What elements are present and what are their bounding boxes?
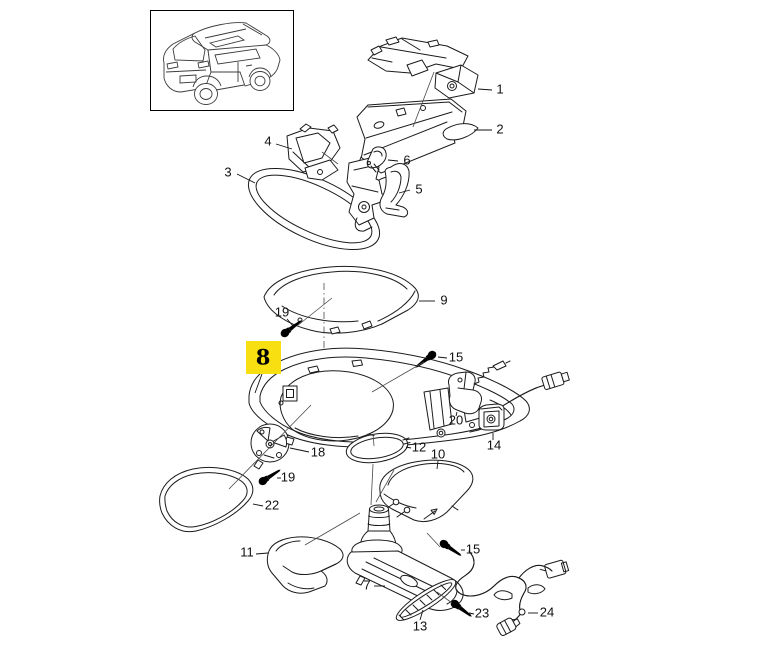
callout-22[interactable]: 22: [265, 497, 279, 512]
part-20-bulb-holder: [448, 360, 511, 415]
leader-lines: [236, 88, 538, 621]
direction-arrow-icon: [423, 508, 438, 520]
part-18-adjust-motor: [250, 423, 295, 470]
callout-4[interactable]: 4: [264, 133, 271, 148]
part-3-interior-mirror: [247, 168, 381, 250]
callout-24[interactable]: 24: [540, 604, 554, 619]
callout-11[interactable]: 11: [240, 544, 254, 559]
part-9-mirror-cap: [263, 265, 419, 335]
part-13-base-gasket: [395, 579, 457, 621]
assembly-axis-lines: [228, 71, 453, 604]
callout-15-lower[interactable]: 15: [466, 541, 480, 556]
vehicle-thumbnail: [150, 10, 294, 111]
part-12-gasket-ring: [345, 432, 411, 464]
part-14-sensor-cable: [478, 371, 570, 431]
callout-1[interactable]: 1: [496, 81, 503, 96]
callout-6[interactable]: 6: [403, 152, 410, 167]
callout-10[interactable]: 10: [431, 446, 445, 461]
callout-20[interactable]: 20: [449, 412, 463, 427]
callout-2[interactable]: 2: [496, 121, 503, 136]
callouts: 1 2 3 4 5 6 7 8 9 10 11 12 13 14 15 15 1…: [224, 81, 554, 633]
callout-8-highlight: [246, 341, 281, 374]
callout-8[interactable]: 8: [256, 345, 271, 370]
part-19-screw-lower: [257, 466, 283, 487]
callout-7[interactable]: 7: [363, 577, 370, 592]
callout-5[interactable]: 5: [415, 181, 422, 196]
part-22-mirror-glass: [159, 466, 254, 533]
callout-14[interactable]: 14: [487, 437, 501, 452]
part-1-bracket: [367, 36, 479, 99]
part-24-wiring-harness: [455, 550, 570, 636]
callout-13[interactable]: 13: [413, 618, 427, 633]
callout-23[interactable]: 23: [475, 605, 489, 620]
suv-icon: [163, 22, 281, 105]
part-5-base-arm: [379, 163, 410, 218]
part-11-lower-trim: [266, 536, 344, 594]
part-4-mount-trim: [286, 123, 341, 181]
callout-12[interactable]: 12: [412, 439, 426, 454]
callout-18[interactable]: 18: [311, 444, 325, 459]
callout-9[interactable]: 9: [440, 292, 447, 307]
part-6-bulb: [366, 146, 387, 173]
callout-3[interactable]: 3: [224, 164, 231, 179]
callout-19-upper[interactable]: 19: [275, 304, 289, 319]
part-15-screw-lower: [438, 538, 464, 560]
part-23-screw: [448, 598, 475, 620]
part-10-lower-cover: [379, 459, 474, 523]
callout-15-upper[interactable]: 15: [449, 349, 463, 364]
callout-19-lower[interactable]: 19: [281, 469, 295, 484]
